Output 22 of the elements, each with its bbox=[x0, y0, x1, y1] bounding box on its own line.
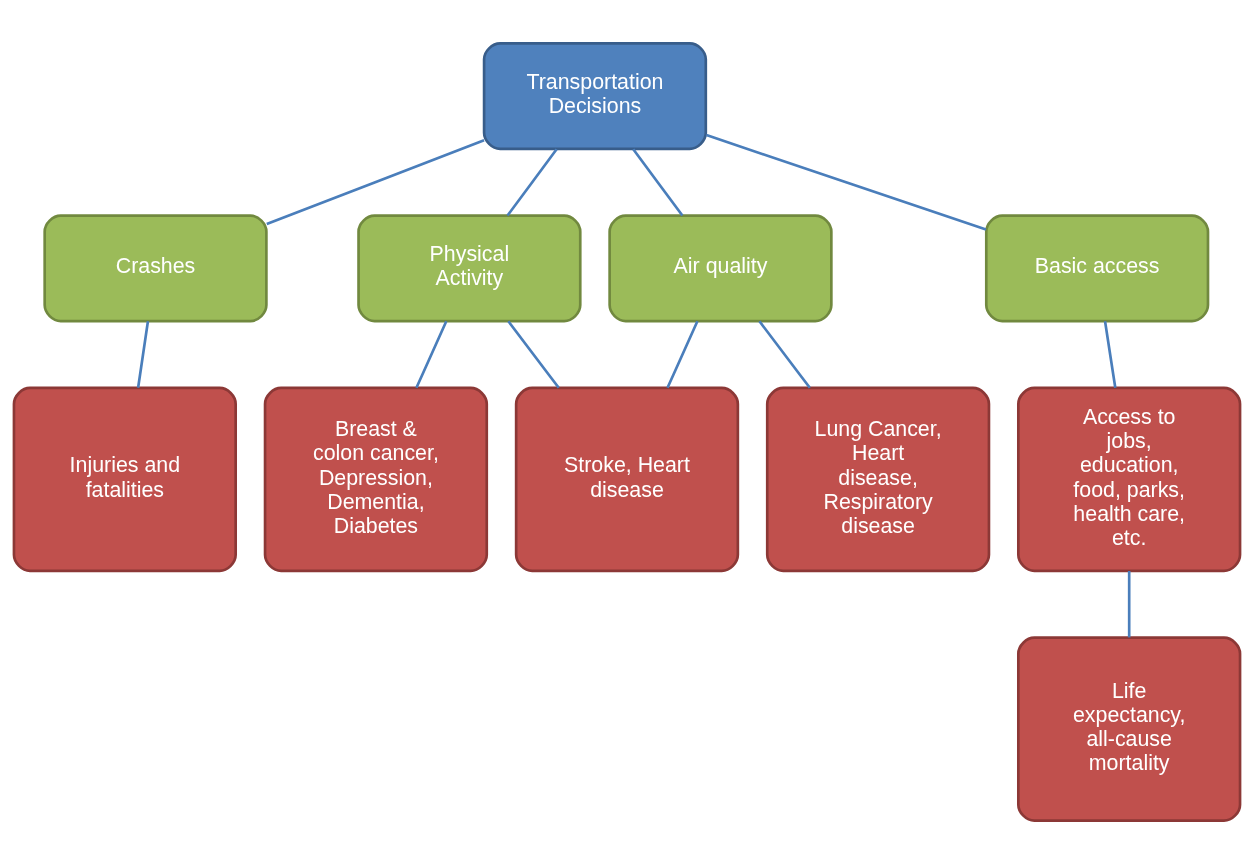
node-box: Injuries and fatalities bbox=[12, 386, 237, 573]
connector bbox=[1103, 321, 1117, 389]
connector bbox=[507, 320, 560, 389]
node-box: Physical Activity bbox=[357, 214, 582, 323]
connector bbox=[705, 133, 987, 231]
node-box: Breast & colon cancer, Depression, Dementia, Diabetes bbox=[263, 386, 489, 573]
node-box: Lung Cancer, Heart disease, Respiratory disease bbox=[765, 386, 991, 573]
node-box: Access to jobs, education, food, parks, health care, etc. bbox=[1017, 386, 1242, 573]
node-box: Stroke, Heart disease bbox=[514, 386, 740, 573]
connector bbox=[415, 320, 448, 389]
connector bbox=[266, 139, 485, 226]
node-box: Basic access bbox=[984, 214, 1210, 323]
node-box: Air quality bbox=[608, 214, 833, 323]
connector bbox=[1127, 571, 1131, 638]
connector bbox=[136, 321, 150, 388]
connector bbox=[666, 320, 699, 389]
connector bbox=[632, 148, 684, 217]
connector bbox=[506, 148, 558, 217]
node-box: Crashes bbox=[43, 214, 268, 323]
node-box: Life expectancy, all-cause mortality bbox=[1017, 636, 1242, 822]
connector bbox=[758, 320, 811, 389]
node-box: Transportation Decisions bbox=[482, 42, 708, 151]
